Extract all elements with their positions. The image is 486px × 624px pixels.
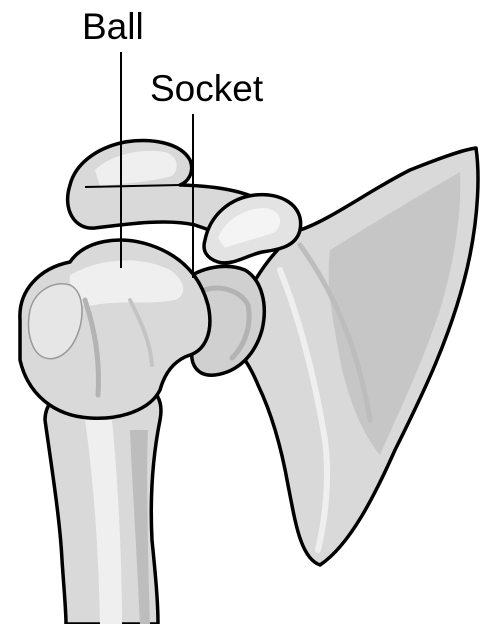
socket-label: Socket bbox=[150, 70, 263, 107]
ball-label: Ball bbox=[82, 8, 144, 45]
